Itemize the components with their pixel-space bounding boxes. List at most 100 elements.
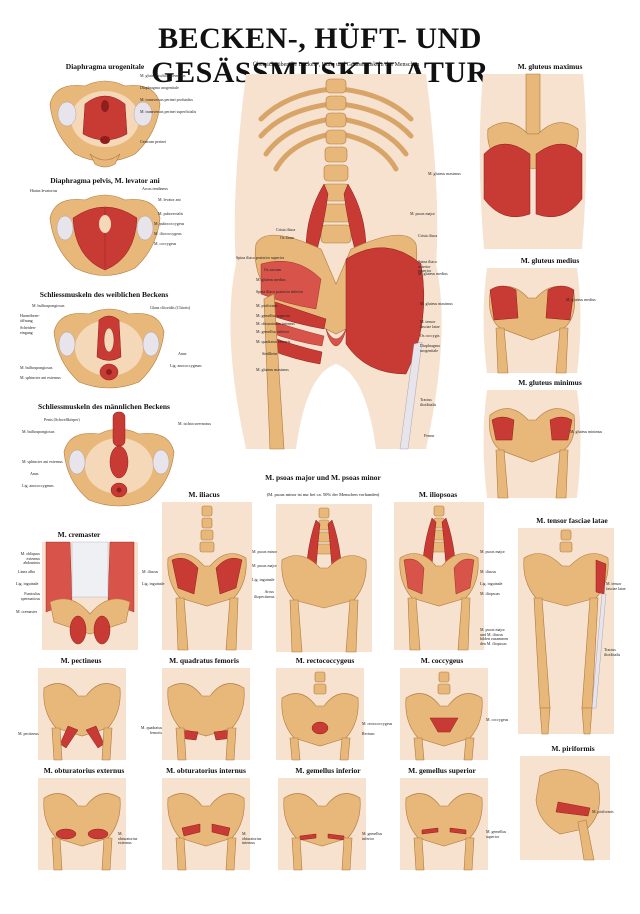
panel-title: M. gemellus superior — [408, 766, 476, 775]
piriformis-illustration — [520, 756, 610, 861]
label-tractus-iliotibialis: Tractus iliotibialis — [420, 397, 437, 407]
label-os-ilium: Os ilium — [280, 235, 294, 240]
label-m-quadratus-femoris: M. quadratus femoris — [256, 339, 291, 344]
panel-title: Übersicht über die Becken-, Hüft- und Ge… — [252, 62, 420, 68]
label-m-quadratus-femoris: M. quadratus femoris — [140, 725, 162, 735]
label-m-psoas-minor: M. psoas minor — [252, 549, 277, 554]
label-m-gluteus-medius: M. gluteus medius — [566, 297, 596, 302]
label-m-gemellus-superior: M. gemellus superior — [486, 829, 506, 839]
panel-pectineus: M. pectineus M. pectineus — [18, 656, 140, 762]
psoas-illustration — [276, 504, 372, 653]
label-glans-clitoridis: Glans clitoridis (Clitoris) — [150, 305, 191, 310]
label-harnroehrenoeffnung: Harnröhren-öffnung — [20, 313, 40, 323]
label-m-pubococcygeus: M. pubococcygeus — [154, 221, 185, 226]
rectococcygeus-illustration — [276, 668, 364, 761]
pelvis-illustration — [49, 80, 161, 168]
label-m-obliquus-externus-abdominis: M. obliquus externus abdominis — [20, 551, 40, 565]
iliopsoas-illustration — [394, 502, 484, 651]
label-m-gluteus-minimus: M. gluteus minimus — [570, 429, 603, 434]
label-m-bulbospongiosus: M. bulbospongiosus — [22, 429, 55, 434]
panel-title: Schliessmuskeln des männlichen Beckens — [38, 402, 170, 411]
panel-title: M. gluteus medius — [520, 256, 580, 265]
label-m-ischiocavernosus: M. ischiocavernosus — [178, 421, 211, 426]
label-spina-iliaca-anterior-superior: Spina iliaca anterior superior — [418, 259, 437, 273]
panel-diaphragma-urogenitale: Diaphragma urogenitale M. gluteus ischio… — [20, 62, 200, 172]
label-anus: Anus — [30, 471, 39, 476]
label-lig-inguinale: Lig. inguinale — [142, 581, 165, 586]
label-m-transversus-perinei-superficialis: M. transversus perinei superficialis — [140, 109, 197, 114]
label-diaphragma-urogenitale: Diaphragma urogenitale — [140, 85, 179, 90]
label-steissbein: Steißbein — [262, 351, 278, 356]
quadratus-femoris-illustration — [162, 668, 250, 761]
label-m-coccygeus: M. coccygeus — [154, 241, 177, 246]
label-m-piriformis: M. piriformis — [256, 303, 278, 308]
label-m-coccygeus: M. coccygeus — [486, 717, 509, 722]
label-lig-inguinale: Lig. inguinale — [480, 581, 503, 586]
label-anus: Anus — [178, 351, 187, 356]
coccygeus-illustration — [400, 668, 488, 761]
panel-title: M. gluteus minimus — [518, 378, 582, 387]
label-penis: Penis (Schwellkörper) — [44, 417, 80, 422]
label-centrum-perinei: Centrum perinei — [140, 139, 167, 144]
label-m-sphincter-ani-externus: M. sphincter ani externus — [22, 459, 63, 464]
label-m-iliopsoas: M. iliopsoas — [480, 591, 500, 596]
panel-title: M. gluteus maximus — [517, 62, 583, 71]
label-os-sacrum: Os sacrum — [264, 267, 281, 272]
panel-subtitle: (M. psoas minor ist nur bei ca. 50% der … — [266, 492, 380, 497]
panel-title: M. iliopsoas — [418, 490, 458, 499]
panel-title: M. iliacus — [188, 490, 220, 499]
panel-schliessmuskeln-weiblich: Schliessmuskeln des weiblichen Beckens M… — [14, 290, 204, 398]
label-rectum: Rectum — [362, 731, 375, 736]
obturatorius-internus-illustration — [162, 778, 250, 871]
label-tractus-iliotibialis: Tractus iliotibialis — [604, 647, 621, 657]
label-crista-iliaca-right: Crista iliaca — [418, 233, 438, 238]
pelvis-illustration — [53, 308, 165, 389]
poster-title: BECKEN-, HÜFT- UND GESÄSSMUSKULATUR — [151, 22, 489, 89]
label-lig-inguinale: Lig. inguinale — [252, 577, 275, 582]
panel-title: Diaphragma urogenitale — [65, 62, 145, 71]
panel-psoas: M. psoas major und M. psoas minor (M. ps… — [252, 473, 384, 653]
gluteus-minimus-illustration — [483, 390, 581, 499]
panel-piriformis: M. piriformis M. piriformis — [512, 744, 634, 864]
label-m-gluteus-ischiocavernosus: M. gluteus ischiocavernosus — [140, 73, 186, 78]
label-m-obturatorius-externus: M. obturatorius externus — [118, 831, 138, 845]
gemellus-superior-illustration — [400, 778, 488, 871]
label-m-rectococcygeus: M. rectococcygeus — [362, 721, 393, 726]
panel-title: M. obturatorius internus — [166, 766, 246, 775]
panel-diaphragma-pelvis: Diaphragma pelvis, M. levator ani Hiatus… — [20, 176, 200, 288]
pectineus-illustration — [38, 668, 126, 761]
label-funiculus-spermaticus: Funiculus spermaticus — [20, 591, 40, 601]
label-arcus-tendineus: Arcus tendineus — [142, 186, 168, 191]
panel-gemellus-superior: M. gemellus superior M. gemellus superio… — [392, 766, 510, 872]
cremaster-illustration — [42, 541, 138, 650]
label-m-cremaster: M. cremaster — [16, 609, 38, 614]
label-crista-iliaca-left: Crista iliaca — [276, 227, 296, 232]
label-m-gemellus-inferior: M. gemellus inferior — [362, 831, 382, 841]
panel-tensor-fasciae-latae: M. tensor fasciae latae M. tensor fascia… — [510, 516, 634, 738]
panel-schliessmuskeln-maennlich: Schliessmuskeln des männlichen Beckens P… — [14, 402, 211, 520]
label-m-gemellus-superior: M. gemellus superior — [256, 313, 291, 318]
label-m-transversus-perinei-profundus: M. transversus perinei profundus — [140, 97, 193, 102]
label-m-gemellus-inferior: M. gemellus inferior — [256, 329, 289, 334]
panel-gluteus-medius: M. gluteus medius M. gluteus medius — [470, 256, 630, 376]
panel-obturatorius-externus: M. obturatorius externus M. obturatorius… — [22, 766, 146, 872]
label-spina-iliaca-posterior-inferior: Spina iliaca posterior inferior — [256, 289, 303, 294]
label-iliopsoas-note: M. psoas major und M. iliacus bilden zus… — [480, 627, 509, 646]
gluteus-maximus-illustration — [479, 73, 587, 249]
panel-title: M. psoas major und M. psoas minor — [265, 473, 381, 482]
panel-gluteus-maximus: M. gluteus maximus M. gluteus maximus — [428, 62, 630, 252]
label-m-gluteus-medius-right: M. gluteus medius — [418, 271, 448, 276]
label-lig-anococcygeum: Lig. anococcygeum — [22, 483, 54, 488]
label-m-obturatorius-internus: M. obturatorius internus — [256, 321, 295, 326]
iliacus-illustration — [162, 502, 252, 651]
panel-gemellus-inferior: M. gemellus inferior M. gemellus inferio… — [270, 766, 386, 872]
panel-title: M. obturatorius externus — [43, 766, 125, 775]
label-femur: Femur — [424, 433, 435, 438]
label-scheideneingang: Scheiden-eingang — [20, 325, 36, 335]
label-lig-anococcygeum: Lig. anococcygeum — [170, 363, 202, 368]
label-lig-inguinale: Lig. inguinale — [16, 581, 39, 586]
obturatorius-externus-illustration — [38, 778, 126, 871]
label-diaphragma-urogenitale-right: Diaphragma urogenitale — [420, 343, 440, 353]
overview-illustration — [230, 74, 442, 450]
label-m-obturatorius-internus: M. obturatorius internus — [242, 831, 262, 845]
